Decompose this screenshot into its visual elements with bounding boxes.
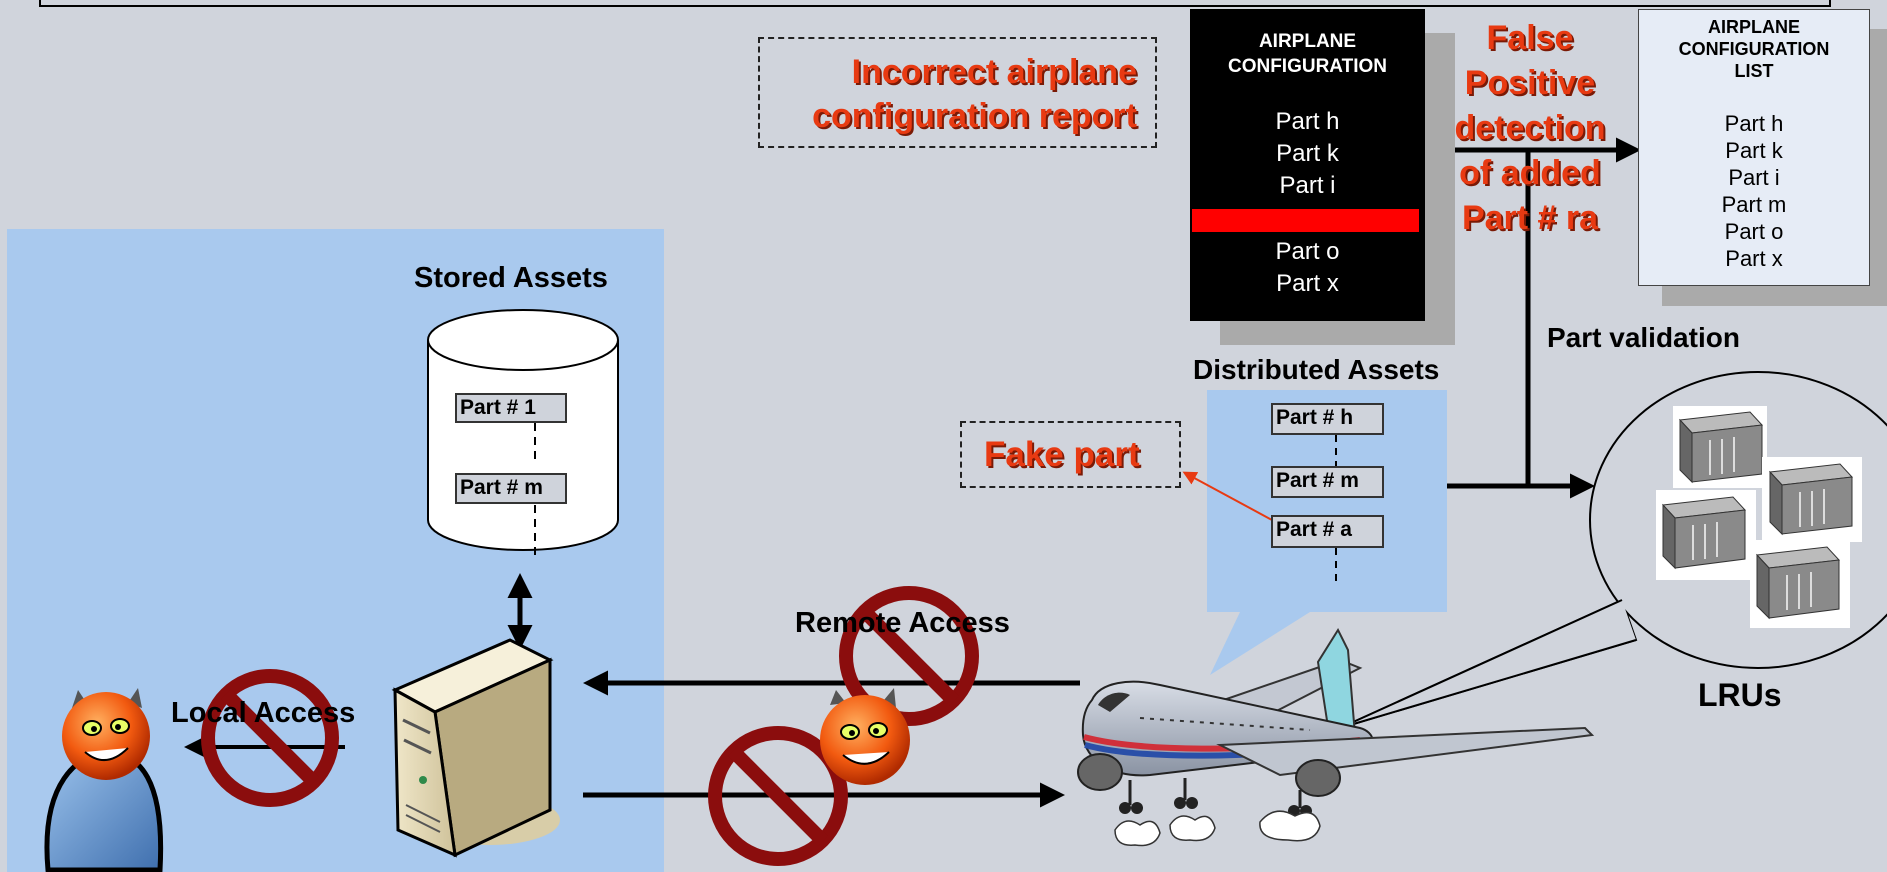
distributed-assets-label: Distributed Assets: [1193, 354, 1440, 385]
false-positive-line: Part # ra: [1461, 199, 1599, 237]
distributed-part-tag: Part # a: [1271, 515, 1384, 548]
airplane-config-part: Part o: [1275, 238, 1340, 265]
lru-unit-icon-1: [1673, 406, 1767, 488]
fake-part-arrow: [1182, 471, 1273, 521]
lru-unit-icon-4: [1750, 540, 1850, 628]
no-entry-icon-local: [201, 669, 339, 807]
airplane-config-title-2: CONFIGURATION: [1227, 56, 1388, 77]
top-frame: [39, 0, 1831, 7]
airplane-config-title-1: AIRPLANE: [1258, 31, 1357, 52]
fake-part-box: Fake part: [960, 421, 1181, 488]
config-list-part: Part x: [1725, 246, 1783, 271]
distributed-part-tag: Part # m: [1271, 466, 1384, 498]
false-positive-annotation: False Positive detection of added Part #…: [1440, 16, 1620, 241]
false-positive-line: Positive: [1464, 64, 1596, 102]
airplane-config-part: Part k: [1276, 140, 1339, 167]
config-list-title-3: LIST: [1734, 61, 1774, 81]
lru-unit-icon-2: [1762, 457, 1862, 542]
config-list-part: Part m: [1721, 192, 1787, 217]
airplane-config-part: Part h: [1275, 108, 1340, 135]
config-list-part: Part i: [1728, 165, 1780, 190]
distributed-part-tag: Part # h: [1271, 403, 1384, 435]
lru-unit-icon-3: [1656, 490, 1756, 580]
stored-part-tag: Part # m: [455, 473, 567, 504]
false-positive-line: False: [1486, 19, 1574, 57]
airplane-configuration-list-panel: AIRPLANE CONFIGURATION LIST Part h Part …: [1638, 9, 1870, 286]
part-validation-label: Part validation: [1547, 322, 1740, 353]
airplane-icon: [1077, 627, 1595, 847]
server-icon: [391, 638, 560, 858]
config-list-part: Part h: [1724, 111, 1784, 136]
lrus-label: LRUs: [1698, 677, 1782, 713]
devil-icon-local: [62, 688, 150, 780]
airplane-configuration-panel: AIRPLANE CONFIGURATION Part h Part k Par…: [1190, 9, 1425, 321]
config-list-part: Part k: [1725, 138, 1783, 163]
incorrect-config-line1: Incorrect airplane: [851, 53, 1137, 91]
incorrect-config-line2: configuration report: [812, 97, 1137, 135]
missing-part-highlight: [1192, 209, 1419, 232]
stored-assets-label: Stored Assets: [414, 262, 608, 294]
stored-part-tag: Part # 1: [455, 393, 567, 423]
remote-access-label: Remote Access: [795, 607, 1010, 639]
devil-icon-remote: [820, 688, 910, 785]
fake-part-label: Fake part: [984, 435, 1140, 474]
no-entry-icon-remote-top: [839, 586, 979, 726]
config-list-title-2: CONFIGURATION: [1678, 39, 1830, 59]
no-entry-icon-remote-bottom: [708, 726, 848, 866]
airplane-config-part: Part i: [1279, 172, 1336, 199]
false-positive-line: of added: [1459, 154, 1601, 192]
config-list-title-1: AIRPLANE: [1707, 17, 1800, 37]
config-list-part: Part o: [1724, 219, 1784, 244]
false-positive-line: detection: [1454, 109, 1606, 147]
database-cylinder: [427, 309, 619, 551]
airplane-config-part: Part x: [1276, 270, 1339, 297]
incorrect-config-report-box: Incorrect airplane configuration report: [758, 37, 1157, 148]
local-access-label: Local Access: [171, 697, 356, 729]
